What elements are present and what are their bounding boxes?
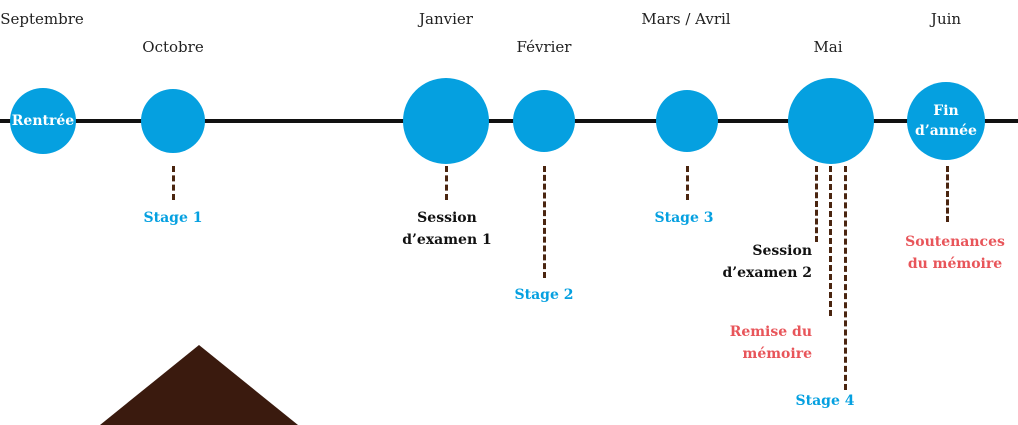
- month-mars-avril: Mars / Avril: [641, 10, 731, 28]
- milestone-rentree-label: Rentrée: [11, 113, 75, 129]
- soutenances-line2: du mémoire: [907, 256, 1003, 272]
- session2-line2: d’examen 2: [722, 265, 812, 281]
- event-stage4: Stage 4: [795, 393, 855, 409]
- milestone-fin-annee: Fin d’année: [907, 82, 985, 160]
- timeline-axis: [0, 119, 1018, 123]
- fin-line1: Fin: [933, 103, 959, 119]
- connector-stage2: [543, 166, 546, 278]
- milestone-fevrier: [513, 90, 575, 152]
- month-juin: Juin: [930, 10, 962, 28]
- event-stage1: Stage 1: [143, 210, 203, 226]
- connector-stage1: [172, 166, 175, 200]
- milestone-mars-avril: [656, 90, 718, 152]
- event-stage2: Stage 2: [514, 287, 574, 303]
- milestone-mai: [788, 78, 874, 164]
- session1-line1: Session: [417, 210, 477, 226]
- remise-line2: mémoire: [742, 346, 812, 362]
- month-mai: Mai: [813, 38, 843, 56]
- decorative-triangle-shape: [100, 345, 298, 425]
- event-session1: Session d’examen 1: [402, 207, 492, 251]
- soutenances-line1: Soutenances: [905, 234, 1005, 250]
- milestone-octobre: [141, 89, 205, 153]
- connector-soutenances: [946, 166, 949, 222]
- event-soutenances: Soutenances du mémoire: [905, 231, 1005, 275]
- connector-stage3: [686, 166, 689, 200]
- connector-session1: [445, 166, 448, 200]
- fin-line2: d’année: [915, 123, 977, 139]
- month-septembre: Septembre: [0, 10, 84, 28]
- month-janvier: Janvier: [419, 10, 473, 28]
- month-octobre: Octobre: [142, 38, 204, 56]
- connector-session2: [815, 166, 818, 242]
- milestone-janvier: [403, 78, 489, 164]
- milestone-rentree: Rentrée: [10, 88, 76, 154]
- session2-line1: Session: [752, 243, 812, 259]
- month-fevrier: Février: [516, 38, 572, 56]
- event-stage3: Stage 3: [654, 210, 714, 226]
- connector-remise: [829, 166, 832, 316]
- remise-line1: Remise du: [729, 324, 812, 340]
- session1-line2: d’examen 1: [402, 232, 492, 248]
- connector-stage4: [844, 166, 847, 390]
- milestone-fin-annee-label: Fin d’année: [915, 101, 977, 141]
